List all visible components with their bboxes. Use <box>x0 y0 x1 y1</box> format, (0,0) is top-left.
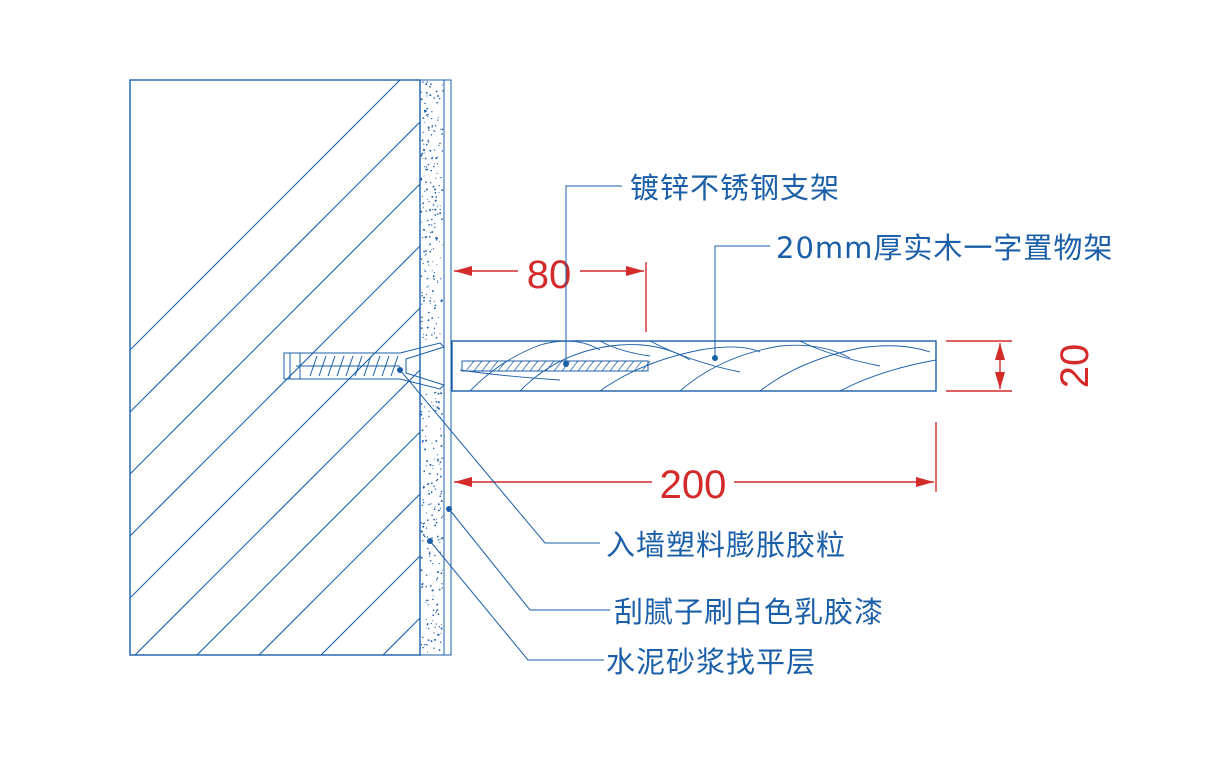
leader-bracket: 镀锌不锈钢支架 <box>563 171 840 367</box>
steel-bracket <box>461 360 651 372</box>
label-mortar: 水泥砂浆找平层 <box>606 645 816 679</box>
leader-shelf: 20mm厚实木一字置物架 <box>712 231 1113 361</box>
wood-shelf <box>451 340 937 392</box>
label-bracket: 镀锌不锈钢支架 <box>630 171 840 205</box>
concrete-wall <box>129 79 421 656</box>
leader-putty: 刮腻子刷白色乳胶漆 <box>446 506 884 629</box>
leader-anchor: 入墙塑料膨胀胶粒 <box>397 367 846 562</box>
expansion-anchor <box>283 342 445 390</box>
dimension-200: 200 <box>454 422 937 507</box>
putty-paint-layer <box>443 79 452 656</box>
dimension-200-text: 200 <box>660 463 727 507</box>
leader-mortar: 水泥砂浆找平层 <box>427 538 816 679</box>
label-anchor: 入墙塑料膨胀胶粒 <box>606 528 846 562</box>
dimension-80-text: 80 <box>527 253 572 297</box>
label-shelf: 20mm厚实木一字置物架 <box>776 231 1113 265</box>
mortar-layer <box>419 79 445 656</box>
dimension-80: 80 <box>454 253 647 332</box>
dimension-20-text: 20 <box>1053 344 1097 389</box>
label-putty: 刮腻子刷白色乳胶漆 <box>614 595 884 629</box>
dimension-20: 20 <box>946 340 1097 392</box>
